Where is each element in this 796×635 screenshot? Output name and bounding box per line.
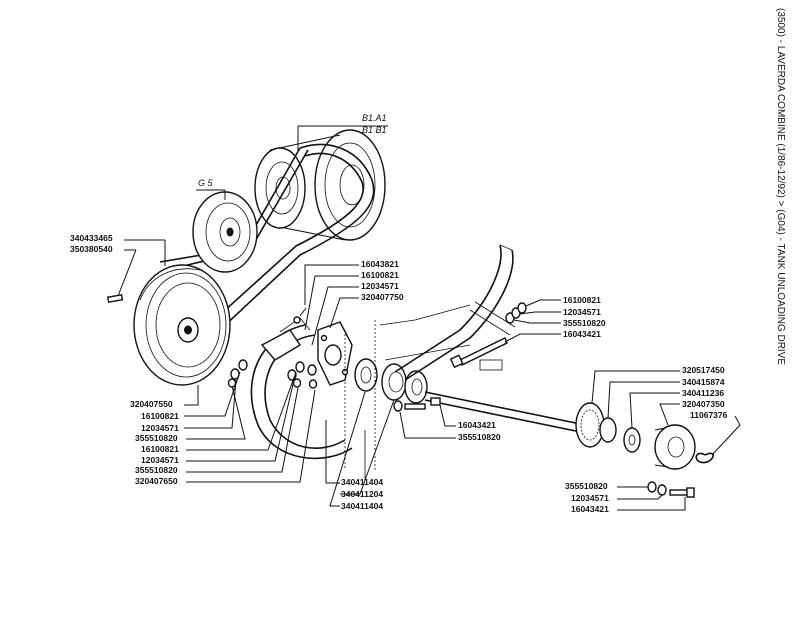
drive-shaft xyxy=(424,391,601,437)
right-shaft-labels: 320517450 340415874 340411236 320407350 … xyxy=(591,365,741,456)
part-label: 320407350 xyxy=(682,399,725,409)
part-label: 355510820 xyxy=(565,481,608,491)
part-label: 340411404 xyxy=(341,501,383,511)
center-lower-labels: 340411404 340411204 340411404 xyxy=(325,391,395,511)
key-pin xyxy=(106,294,124,303)
frame-arm xyxy=(379,244,516,381)
label-g5: G 5 xyxy=(198,178,214,188)
part-label: 16043821 xyxy=(361,259,399,269)
upper-mid-labels: 16043821 16100821 12034571 320407750 xyxy=(304,259,404,346)
part-label: 12034571 xyxy=(571,493,609,503)
part-label: 12034571 xyxy=(361,281,399,291)
part-label: 340411204 xyxy=(341,489,383,499)
sprocket-assembly xyxy=(575,402,714,470)
part-label: 16100821 xyxy=(563,295,601,305)
mounting-plate xyxy=(317,321,353,386)
center-bolt xyxy=(393,397,441,412)
center-bolt-labels: 16043421 355510820 xyxy=(399,404,501,442)
part-label: 320407750 xyxy=(361,292,404,302)
label-b1a1: B1.A1 xyxy=(362,113,387,123)
upper-right-bolt xyxy=(449,302,527,369)
part-label: 16043421 xyxy=(458,420,496,430)
right-lower-labels: 355510820 12034571 16043421 xyxy=(565,481,686,514)
tension-bracket xyxy=(260,307,311,361)
part-label: 16100821 xyxy=(141,411,179,421)
part-label: 340433465 xyxy=(70,233,113,243)
part-label: 12034571 xyxy=(141,455,179,465)
part-label: 12034571 xyxy=(141,423,179,433)
part-label: 320517450 xyxy=(682,365,725,375)
part-label: 350380540 xyxy=(70,244,113,254)
right-upper-labels: 16100821 12034571 355510820 16043421 xyxy=(504,295,606,343)
part-label: 340411404 xyxy=(341,477,383,487)
washer-cluster-left xyxy=(227,359,318,389)
part-label: 16100821 xyxy=(141,444,179,454)
lower-pulley xyxy=(133,264,231,386)
part-label: 340415874 xyxy=(682,377,725,387)
part-label: 340411236 xyxy=(682,388,724,398)
shaft-bearings xyxy=(354,358,428,404)
part-label: 320407550 xyxy=(130,399,173,409)
part-label: 12034571 xyxy=(563,307,601,317)
part-label: 16100821 xyxy=(361,270,399,280)
part-label: 355510820 xyxy=(135,433,178,443)
part-label: 320407650 xyxy=(135,476,178,486)
part-label: 355510820 xyxy=(135,465,178,475)
lower-right-bolt xyxy=(647,481,695,498)
part-label: 16043421 xyxy=(563,329,601,339)
diagram-title: (3500) - LAVERDA COMBINE (1/86-12/92) > … xyxy=(775,8,786,365)
part-label: 16043421 xyxy=(571,504,609,514)
part-label: 355510820 xyxy=(563,318,606,328)
left-lower-labels: 320407550 16100821 12034571 355510820 16… xyxy=(130,371,316,486)
g5-pulley xyxy=(192,191,258,273)
label-b1b1: B1 B1 xyxy=(362,125,387,135)
reference-lines xyxy=(344,320,376,480)
part-label: 355510820 xyxy=(458,432,501,442)
belt-drum xyxy=(254,129,386,241)
part-label: 11067376 xyxy=(690,410,728,420)
